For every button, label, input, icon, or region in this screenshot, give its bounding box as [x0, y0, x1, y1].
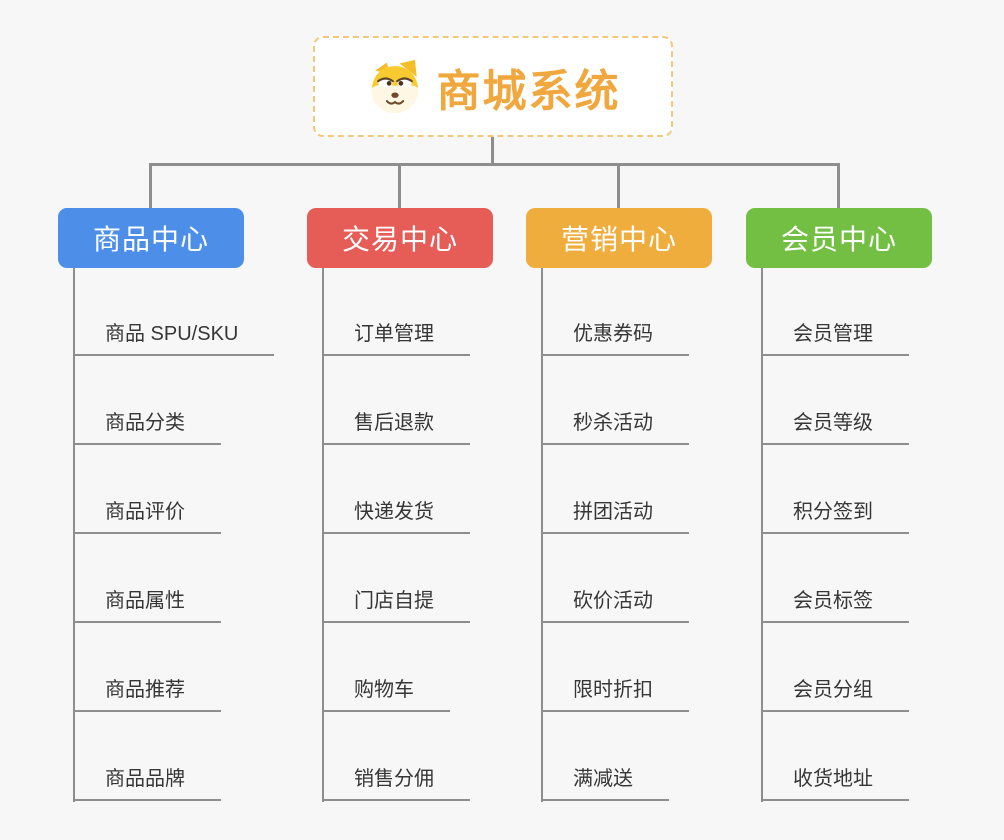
- child-item-express-shipping[interactable]: 快递发货: [322, 499, 470, 534]
- trunk-trade: [322, 268, 324, 802]
- child-item-product-recommend[interactable]: 商品推荐: [73, 677, 221, 712]
- child-item-shipping-address[interactable]: 收货地址: [761, 766, 909, 801]
- branch-product-center[interactable]: 商品中心: [58, 208, 244, 268]
- child-item-aftersale-refund[interactable]: 售后退款: [322, 410, 470, 445]
- child-item-full-reduction[interactable]: 满减送: [541, 766, 669, 801]
- child-item-product-brand[interactable]: 商品品牌: [73, 766, 221, 801]
- trunk-member: [761, 268, 763, 802]
- root-title: 商城系统: [436, 66, 621, 116]
- branch-marketing-center[interactable]: 营销中心: [526, 208, 712, 268]
- child-item-order-management[interactable]: 订单管理: [322, 321, 470, 356]
- branch-member-center[interactable]: 会员中心: [746, 208, 932, 268]
- child-item-product-category[interactable]: 商品分类: [73, 410, 221, 445]
- child-item-member-level[interactable]: 会员等级: [761, 410, 909, 445]
- trunk-product: [73, 268, 75, 802]
- connector-drop-member: [837, 163, 840, 208]
- dog-icon: [370, 59, 419, 113]
- connector-drop-marketing: [617, 163, 620, 208]
- connector-drop-trade: [398, 163, 401, 208]
- child-item-limited-time-discount[interactable]: 限时折扣: [541, 677, 689, 712]
- child-item-shopping-cart[interactable]: 购物车: [322, 677, 450, 712]
- child-item-group-buy[interactable]: 拼团活动: [541, 499, 689, 534]
- child-item-coupon-code[interactable]: 优惠券码: [541, 321, 689, 356]
- child-item-product-spu-sku[interactable]: 商品 SPU/SKU: [73, 321, 275, 356]
- connector-root-stub: [491, 137, 494, 163]
- child-item-store-pickup[interactable]: 门店自提: [322, 588, 470, 623]
- child-item-member-tags[interactable]: 会员标签: [761, 588, 909, 623]
- root-node-mall-system[interactable]: 商城系统: [313, 36, 673, 137]
- child-item-member-management[interactable]: 会员管理: [761, 321, 909, 356]
- child-item-sales-commission[interactable]: 销售分佣: [322, 766, 470, 801]
- connector-horizontal: [149, 163, 840, 166]
- child-item-member-groups[interactable]: 会员分组: [761, 677, 909, 712]
- child-item-bargain-activity[interactable]: 砍价活动: [541, 588, 689, 623]
- connector-drop-product: [149, 163, 152, 208]
- child-item-points-checkin[interactable]: 积分签到: [761, 499, 909, 534]
- branch-trade-center[interactable]: 交易中心: [307, 208, 493, 268]
- child-item-product-review[interactable]: 商品评价: [73, 499, 221, 534]
- child-item-flash-sale[interactable]: 秒杀活动: [541, 410, 689, 445]
- trunk-marketing: [541, 268, 543, 802]
- child-item-product-attribute[interactable]: 商品属性: [73, 588, 221, 623]
